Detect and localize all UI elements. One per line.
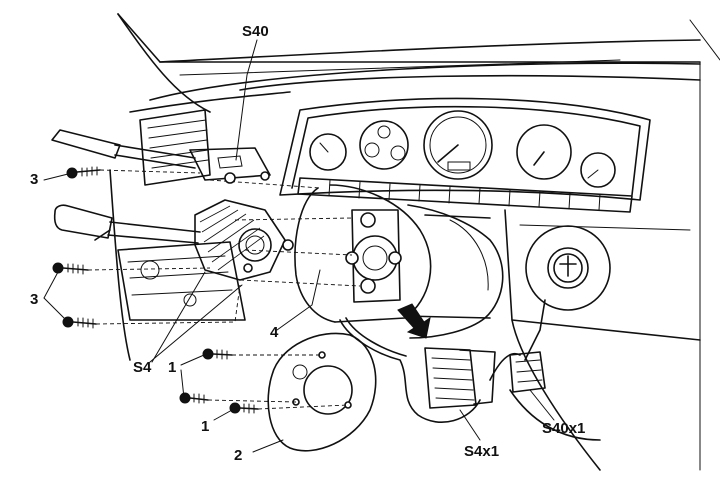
switch-s4 bbox=[53, 199, 294, 281]
tachometer-gauge bbox=[516, 124, 572, 180]
label-s40: S40 bbox=[242, 23, 269, 40]
label-s40x1: S40x1 bbox=[542, 420, 585, 437]
lower-dash-panel bbox=[117, 209, 701, 471]
screw-3-upper bbox=[66, 166, 201, 179]
label-screw-1-bottom: 1 bbox=[201, 418, 209, 435]
ignition-switch bbox=[525, 225, 611, 311]
label-screw-1-top: 1 bbox=[168, 359, 176, 376]
label-shroud-4: 4 bbox=[270, 324, 279, 341]
screw-1-top bbox=[202, 348, 322, 360]
label-screw-3-top: 3 bbox=[30, 171, 38, 188]
air-vent bbox=[139, 109, 211, 186]
lower-cover bbox=[267, 332, 377, 452]
gauge-small-left bbox=[309, 133, 347, 171]
label-s4: S4 bbox=[133, 359, 152, 376]
connector-s40x1 bbox=[509, 351, 546, 393]
warning-light-strip bbox=[297, 177, 633, 213]
gauge-cluster-left bbox=[359, 120, 409, 170]
screw-1-middle bbox=[179, 392, 297, 404]
screw-1-bottom bbox=[229, 402, 349, 414]
connector-s4x1 bbox=[424, 347, 496, 409]
arrow-to-connector-s4x1 bbox=[397, 303, 431, 339]
label-screw-3-bottom: 3 bbox=[30, 291, 38, 308]
label-s4x1: S4x1 bbox=[464, 443, 499, 460]
screw-3-lower bbox=[62, 284, 241, 329]
screw-3-middle bbox=[52, 262, 211, 275]
label-cover-2: 2 bbox=[234, 447, 242, 464]
leader-lines bbox=[43, 39, 555, 453]
gauge-small-right bbox=[580, 152, 616, 188]
dashboard-outline bbox=[94, 13, 720, 471]
instrument-cluster bbox=[279, 97, 651, 213]
speedometer-gauge bbox=[423, 110, 493, 180]
switch-s40 bbox=[51, 129, 271, 184]
steering-column-shroud bbox=[209, 179, 504, 339]
